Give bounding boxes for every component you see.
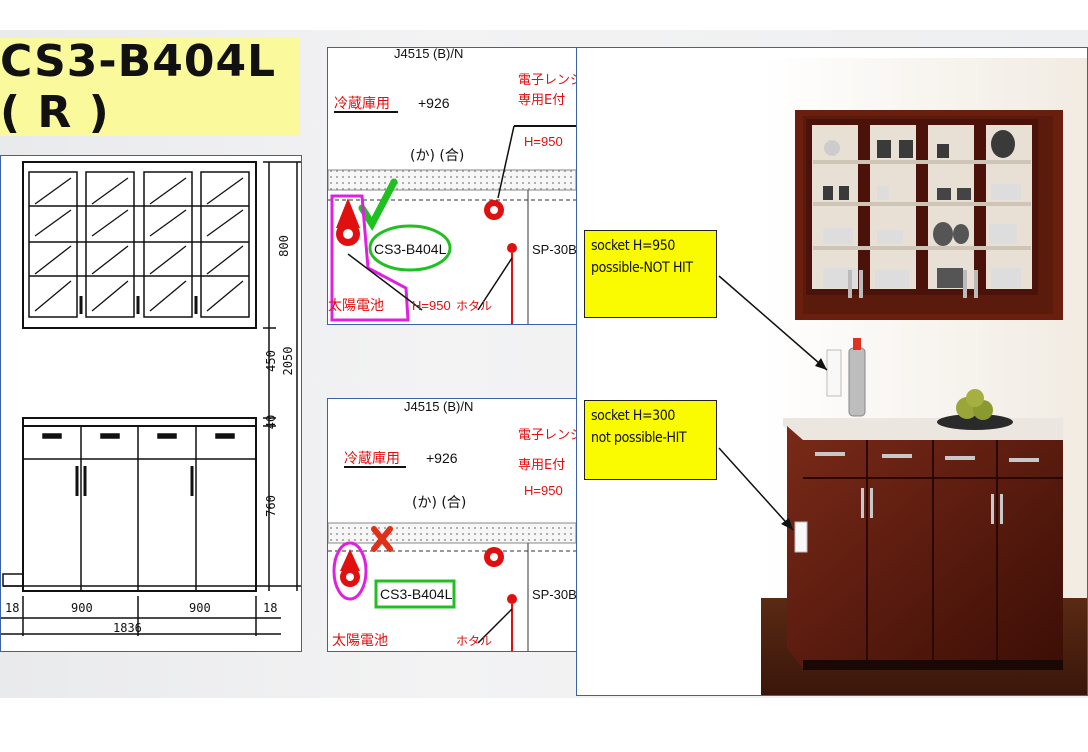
sp-label: SP-30B xyxy=(532,242,576,257)
range-line1: 電子レンジ xyxy=(518,73,576,88)
h950-label: H=950 xyxy=(412,298,451,313)
hotaru-label: ホタル xyxy=(456,634,492,648)
title-banner: CS3-B404L ( R ) xyxy=(0,36,300,138)
dim-right-end-18: 18 xyxy=(263,601,277,615)
range-height: H=950 xyxy=(524,134,563,149)
cross-icon xyxy=(371,526,393,552)
dim-left-end-18: 18 xyxy=(5,601,19,615)
range-line1: 電子レンジ xyxy=(518,428,576,443)
plan-header: J4515 (B)/N xyxy=(404,399,473,414)
fridge-label: 冷蔵庫用 xyxy=(334,95,390,112)
dim-left-900: 900 xyxy=(71,601,93,615)
dim-total-1836: 1836 xyxy=(113,621,142,635)
solar-label: 太陽電池 xyxy=(328,298,384,314)
elevation-mark: +926 xyxy=(418,95,450,111)
ka-go-label: (か) (合) xyxy=(410,148,464,164)
sp-label: SP-30B xyxy=(532,587,576,602)
floor-plan-possible: J4515 (B)/N 冷蔵庫用 +926 電子レンジ 専用E付 H=950 (… xyxy=(327,47,577,325)
dim-upper-800: 800 xyxy=(277,235,291,257)
callout-300-line2: not possible-HIT xyxy=(591,430,687,446)
hotaru-label: ホタル xyxy=(456,299,492,313)
range-line2: 専用E付 xyxy=(518,458,565,473)
wall-socket-lower xyxy=(794,521,808,553)
callout-socket-950: socket H=950 possible-NOT HIT xyxy=(584,230,717,318)
callout-300-line1: socket H=300 xyxy=(591,408,675,424)
model-label: CS3-B404L xyxy=(380,586,453,602)
callout-950-line1: socket H=950 xyxy=(591,238,675,254)
fridge-label: 冷蔵庫用 xyxy=(344,450,400,467)
range-height: H=950 xyxy=(524,483,563,498)
plan-header: J4515 (B)/N xyxy=(394,48,463,61)
solar-label: 太陽電池 xyxy=(332,633,388,649)
page-title: CS3-B404L ( R ) xyxy=(0,36,277,138)
dim-gap-450: 450 xyxy=(264,350,278,372)
elevation-mark: +926 xyxy=(426,450,458,466)
wall-socket-upper xyxy=(826,349,842,397)
model-label: CS3-B404L xyxy=(374,241,447,257)
ka-go-label: (か) (合) xyxy=(412,495,466,511)
cabinet-photo xyxy=(576,47,1088,696)
callout-socket-300: socket H=300 not possible-HIT xyxy=(584,400,717,480)
callout-950-line2: possible-NOT HIT xyxy=(591,260,693,276)
dim-base-760: 760 xyxy=(264,495,278,517)
floor-plan-not-possible: J4515 (B)/N 冷蔵庫用 +926 電子レンジ 専用E付 H=950 (… xyxy=(327,398,577,652)
check-icon xyxy=(358,178,398,232)
dim-right-900: 900 xyxy=(189,601,211,615)
dim-counter-40: 40 xyxy=(264,415,278,429)
dim-total-2050: 2050 xyxy=(281,347,295,376)
range-line2: 専用E付 xyxy=(518,93,565,108)
elevation-drawing: 800 450 2050 40 760 18 900 900 18 1836 xyxy=(0,155,302,652)
